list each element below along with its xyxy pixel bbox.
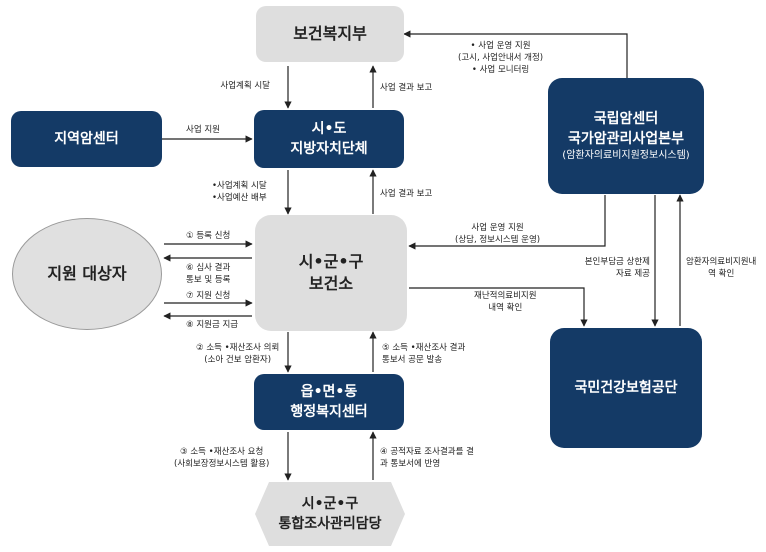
nhis-label: 국민건강보험공단 (574, 380, 678, 396)
beneficiary-node: 지원 대상자 (12, 218, 162, 330)
regional-cancer-center-label: 지역암센터 (54, 131, 119, 147)
ministry-label: 보건복지부 (293, 24, 367, 43)
ncc-to-ministry-label: • 사업 운영 지원 (고시, 사업안내서 개정) • 사업 모니터링 (458, 41, 544, 75)
arrow-ncc-to-hc (408, 195, 606, 250)
step6-label: ⑥ 심사 결과 통보 및 등록 (186, 263, 231, 285)
health-center-label-line2: 보건소 (308, 274, 354, 293)
hc-to-province-label: 사업 결과 보고 (380, 189, 433, 199)
nhis-to-ncc-label: 암환자의료비지원내 역 확인 (686, 257, 757, 279)
arrow-ncc-to-ministry (403, 30, 628, 78)
community-center-label-line2: 행정복지센터 (290, 404, 368, 420)
community-center-node: 읍•면•동 행정복지센터 (254, 374, 404, 430)
ncc-label-line2: 국가암관리사업본부 (568, 131, 684, 147)
ncc-label-line3: (암환자의료비지원정보시스템) (562, 150, 690, 161)
ncc-to-nhis-label: 본인부담금 상한제 자료 제공 (584, 257, 650, 279)
ncc-node: 국립암센터 국가암관리사업본부 (암환자의료비지원정보시스템) (548, 78, 704, 194)
step3-label: ③ 소득 •재산조사 요청 (사회보장정보시스템 활용) (174, 447, 270, 469)
health-center-node: 시•군•구 보건소 (255, 215, 407, 331)
ministry-node: 보건복지부 (256, 6, 404, 62)
ncc-label-line1: 국립암센터 (593, 111, 659, 127)
step1-label: ① 등록 신청 (186, 231, 231, 241)
province-to-hc-label: •사업계획 시달 •사업예산 배부 (212, 181, 267, 203)
integrated-label-line2: 통합조사관리담당 (278, 516, 382, 532)
regional-cancer-center-node: 지역암센터 (11, 111, 162, 167)
province-label-line2: 지방자치단체 (290, 141, 368, 157)
community-center-label-line1: 읍•면•동 (300, 384, 358, 400)
ncc-to-hc-label: 사업 운영 지원 (상담, 정보시스템 운영) (455, 223, 541, 245)
province-label-line1: 시•도 (311, 121, 347, 137)
integrated-node: 시•군•구 통합조사관리담당 (255, 482, 405, 546)
province-node: 시•도 지방자치단체 (254, 110, 404, 168)
step5-label: ⑤ 소득 •재산조사 결과 통보서 공문 발송 (382, 343, 466, 365)
beneficiary-label: 지원 대상자 (47, 264, 127, 283)
arrow-hc-to-nhis (409, 287, 588, 327)
step4-label: ④ 공적자료 조사결과를 결 과 통보서에 반영 (380, 447, 474, 469)
step7-label: ⑦ 지원 신청 (186, 291, 231, 301)
ministry-to-province-label: 사업계획 시달 (220, 81, 270, 91)
province-to-ministry-label: 사업 결과 보고 (380, 83, 433, 93)
integrated-label-line1: 시•군•구 (301, 496, 359, 512)
health-center-label-line1: 시•군•구 (298, 252, 364, 271)
step2-label: ② 소득 •재산조사 의뢰 (소아 건보 암환자) (196, 343, 280, 365)
step8-label: ⑧ 지원금 지급 (186, 320, 239, 330)
nhis-node: 국민건강보험공단 (550, 328, 702, 448)
integrated-node-shape (255, 482, 405, 546)
hc-to-nhis-label: 재난적의료비지원 내역 확인 (474, 291, 537, 313)
regional-support-label: 사업 지원 (186, 125, 220, 135)
